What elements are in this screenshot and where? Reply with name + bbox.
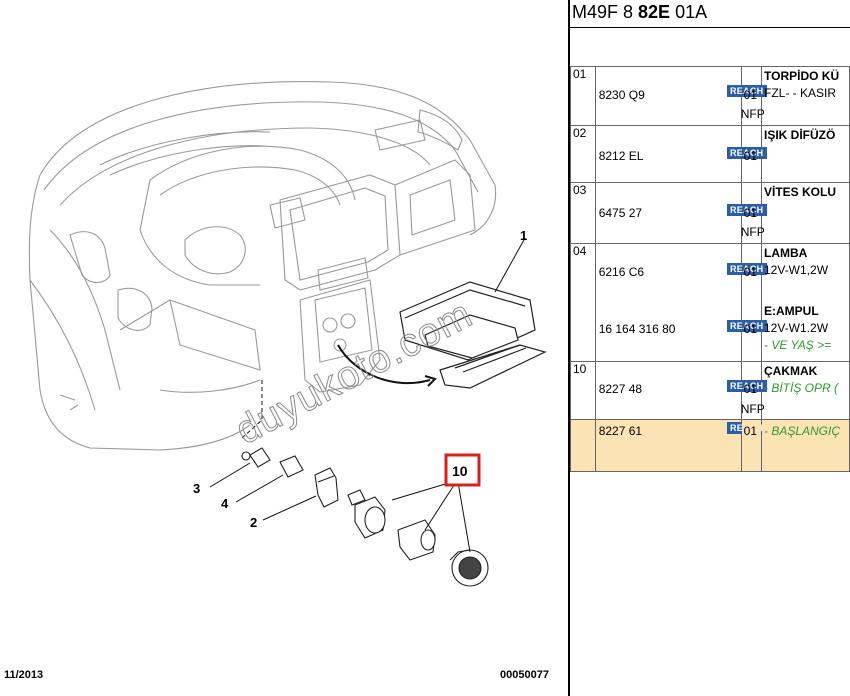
part-reference[interactable]: 6475 27 xyxy=(598,206,643,220)
callout-10: 10 xyxy=(452,463,468,479)
dashboard-outline xyxy=(28,81,497,451)
parts-table: 01 8230 Q9 REACH NFP 01 TORPİDO KÜ FZL- … xyxy=(570,66,850,472)
description-title-alt: E:AMPUL xyxy=(764,304,819,318)
quantity: 01 xyxy=(743,424,758,438)
table-row[interactable]: 03 6475 27 REACH NFP 01 VİTES KOLU xyxy=(570,182,850,244)
callout-1: 1 xyxy=(520,228,527,243)
quantity: 01 xyxy=(743,149,758,163)
table-row[interactable]: 02 8212 EL REACH 01 IŞIK DİFÜZÖ xyxy=(570,125,850,183)
quantity: 01 xyxy=(743,88,758,102)
part-reference[interactable]: 8230 Q9 xyxy=(598,88,645,102)
part-2-socket xyxy=(314,467,339,508)
row-number: 01 xyxy=(570,66,596,126)
part-reference[interactable]: 8227 61 xyxy=(598,424,643,438)
row-number: 02 xyxy=(570,125,596,183)
description-note-alt: - VE YAŞ >= xyxy=(764,338,832,352)
quantity-alt: 01 xyxy=(743,322,758,336)
row-number: 10 xyxy=(570,361,596,420)
description-title: TORPİDO KÜ xyxy=(764,69,840,83)
description-title: ÇAKMAK xyxy=(764,364,818,378)
footer-number: 00050077 xyxy=(500,669,549,681)
table-row[interactable]: 10 8227 48 REACH NFP 01 ÇAKMAK - BİTİŞ O… xyxy=(570,361,850,420)
description-detail: 12V-W1,2W xyxy=(764,263,829,277)
part-10-lighter xyxy=(347,489,489,587)
table-row[interactable]: 01 8230 Q9 REACH NFP 01 TORPİDO KÜ FZL- … xyxy=(570,66,850,126)
description-detail-alt: 12V-W1.2W xyxy=(764,321,829,335)
document-code: M49F 8 82E 01A xyxy=(572,2,708,22)
part-1-tray xyxy=(399,281,547,389)
description-title: VİTES KOLU xyxy=(764,185,837,199)
quantity: 01 xyxy=(743,206,758,220)
description-detail: - BAŞLANGIÇ xyxy=(764,424,841,438)
leader-line-1 xyxy=(494,237,526,293)
description-detail: - BİTİŞ OPR ( xyxy=(764,381,839,395)
table-row[interactable]: 8227 61 REACH 01 - BAŞLANGIÇ xyxy=(570,419,850,472)
description-detail: FZL- - KASIR xyxy=(764,86,837,100)
row-number xyxy=(570,419,596,472)
part-3-bulb xyxy=(241,447,271,468)
install-arrow xyxy=(337,344,431,385)
callout-2: 2 xyxy=(250,515,257,530)
divider xyxy=(568,0,570,696)
part-reference-alt[interactable]: 16 164 316 80 xyxy=(598,322,676,336)
footer-date: 11/2013 xyxy=(4,669,44,681)
quantity: 01 xyxy=(743,382,758,396)
part-reference[interactable]: 8212 EL xyxy=(598,149,644,163)
row-number: 04 xyxy=(570,243,596,362)
callout-4: 4 xyxy=(221,496,229,511)
part-reference[interactable]: 8227 48 xyxy=(598,382,643,396)
description-title: IŞIK DİFÜZÖ xyxy=(764,128,836,142)
callout-3: 3 xyxy=(193,481,200,496)
part-4-diffuser xyxy=(279,455,304,478)
callout-10-box xyxy=(444,453,481,487)
row-number: 03 xyxy=(570,182,596,244)
part-reference[interactable]: 6216 C6 xyxy=(598,265,645,279)
description-title: LAMBA xyxy=(764,246,808,260)
dashboard-exploded-diagram: 1 3 4 2 10 duyukoto.com xyxy=(28,81,547,587)
quantity: 01 xyxy=(743,265,758,279)
table-row[interactable]: 04 6216 C6 REACH 16 164 316 80 REACH 01 … xyxy=(570,243,850,362)
